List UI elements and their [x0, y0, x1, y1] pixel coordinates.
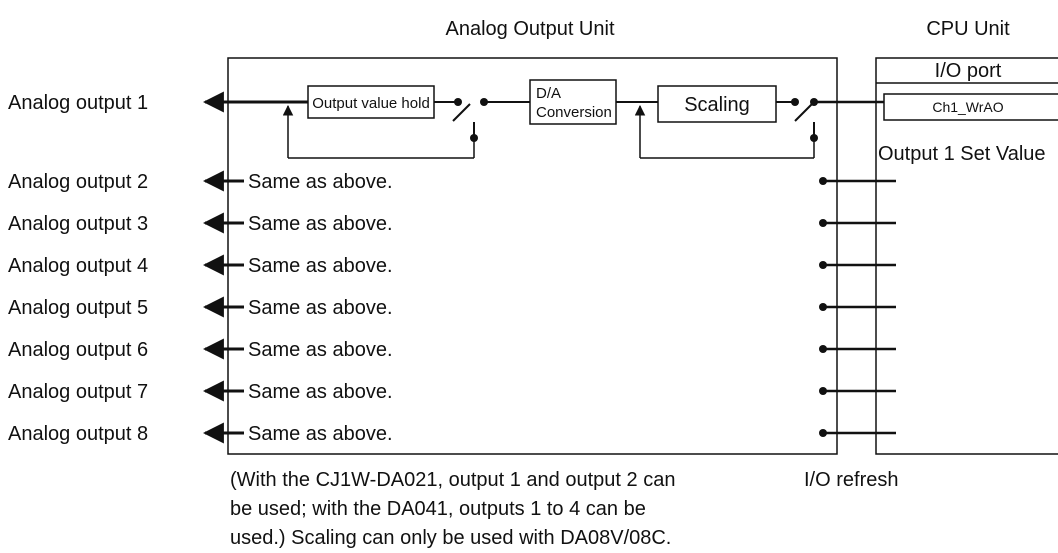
- cpu-unit-box: [875, 57, 1058, 455]
- output-value-hold-block: [307, 85, 435, 119]
- variable-box: [883, 93, 1058, 121]
- analog-output-8-label: Analog output 8: [8, 423, 148, 445]
- output-value-hold-label: Output value hold: [312, 95, 430, 112]
- io-port-label: I/O port: [935, 60, 1002, 82]
- switch-1-blade: [452, 103, 471, 122]
- footnote-line-3: used.) Scaling can only be used with DA0…: [230, 527, 671, 549]
- da-conversion-label-1: D/A: [536, 85, 561, 102]
- analog-output-2-label: Analog output 2: [8, 171, 148, 193]
- analog-output-3-label: Analog output 3: [8, 213, 148, 235]
- output-7-note: Same as above.: [248, 381, 393, 403]
- analog-output-4-label: Analog output 4: [8, 255, 148, 277]
- analog-output-1-label: Analog output 1: [8, 92, 148, 114]
- da-conversion-label-2: Conversion: [536, 104, 612, 121]
- scaling-label: Scaling: [684, 94, 750, 116]
- variable-label: Ch1_WrAO: [932, 99, 1003, 115]
- io-refresh-label: I/O refresh: [804, 469, 898, 491]
- switch-1-contact: [454, 98, 462, 106]
- footnote-line-1: (With the CJ1W-DA021, output 1 and outpu…: [230, 469, 675, 491]
- output-8-note: Same as above.: [248, 423, 393, 445]
- analog-unit-box: [227, 57, 838, 455]
- footnote-line-2: be used; with the DA041, outputs 1 to 4 …: [230, 498, 646, 520]
- analog-output-7-label: Analog output 7: [8, 381, 148, 403]
- output-2-note: Same as above.: [248, 171, 393, 193]
- da-conversion-block: [529, 79, 617, 125]
- output-3-note: Same as above.: [248, 213, 393, 235]
- output-6-note: Same as above.: [248, 339, 393, 361]
- output-4-note: Same as above.: [248, 255, 393, 277]
- set-value-label: Output 1 Set Value: [878, 143, 1046, 165]
- scaling-block: [657, 85, 777, 123]
- analog-unit-header: Analog Output Unit: [446, 18, 615, 40]
- cpu-unit-header: CPU Unit: [926, 18, 1010, 40]
- analog-output-5-label: Analog output 5: [8, 297, 148, 319]
- output-5-note: Same as above.: [248, 297, 393, 319]
- switch-2-contact: [791, 98, 799, 106]
- switch-2-blade: [794, 103, 813, 122]
- analog-output-6-label: Analog output 6: [8, 339, 148, 361]
